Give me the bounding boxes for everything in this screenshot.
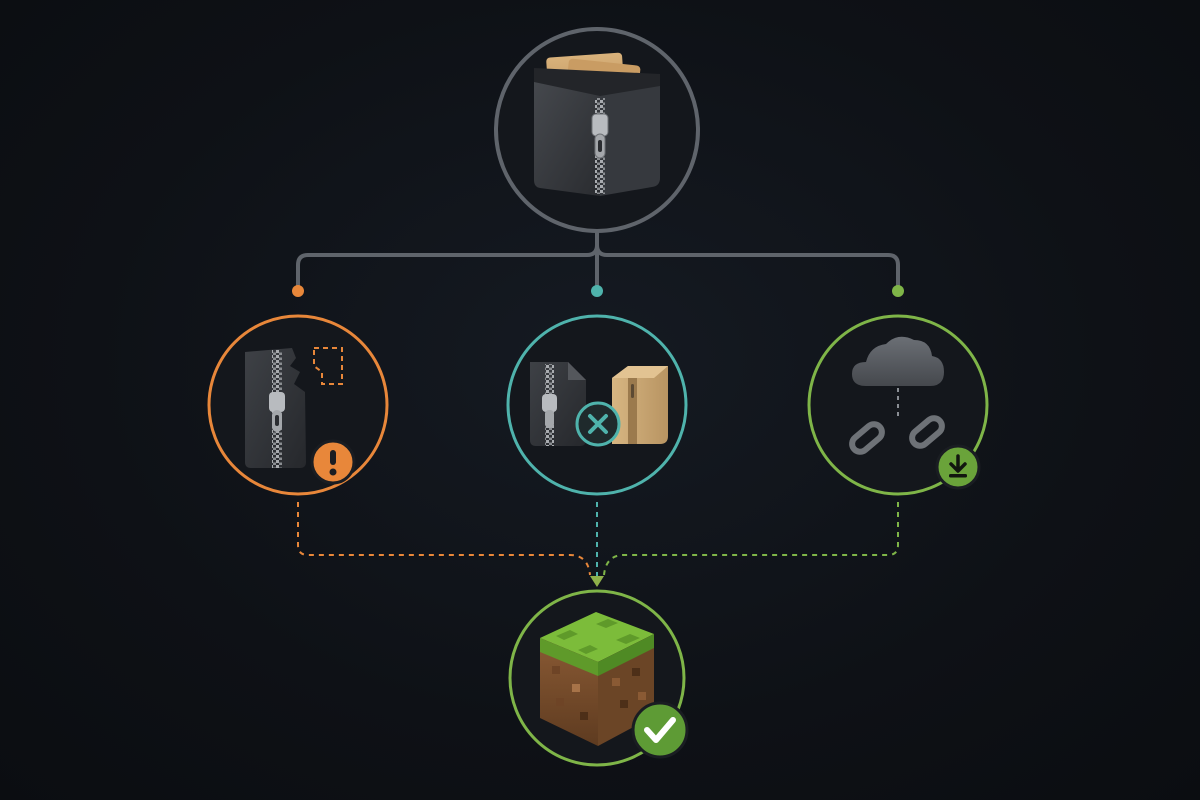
arrow-head [590,576,604,587]
dashed-connectors [297,502,899,578]
root-node [494,27,700,233]
corrupted-zip-node [207,314,389,496]
zip-and-box-mismatch-icon [530,362,668,446]
error-x-badge-icon [575,401,621,447]
cloud-broken-link-icon [849,336,945,455]
warning-badge-icon [310,439,356,485]
junction-dot-green [892,285,904,297]
junction-dot-orange [292,285,304,297]
result-node [508,589,689,767]
connector-lines [296,228,900,290]
download-badge-icon [935,444,981,490]
broken-link-node [807,314,989,496]
junction-dot-teal [591,285,603,297]
corrupted-zip-file-icon [245,347,343,468]
zip-archive-folder-icon [534,52,660,196]
archive-mismatch-node [506,314,688,496]
checkmark-badge-icon [631,701,689,759]
